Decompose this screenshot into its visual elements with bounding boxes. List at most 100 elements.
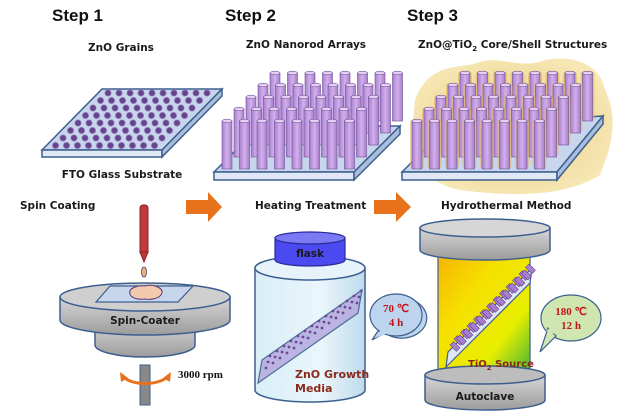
zno-grain xyxy=(122,104,130,112)
zno-grain xyxy=(159,89,167,97)
zno-nanorod-label: ZnO Nanorod Arrays xyxy=(246,39,366,51)
zno-grain xyxy=(99,126,108,135)
zno-grain xyxy=(166,104,174,112)
nanorod xyxy=(368,96,379,146)
zno-grain xyxy=(154,126,163,135)
growth-media-line2: Media xyxy=(295,382,332,395)
zno-grain xyxy=(95,141,104,150)
nanorod xyxy=(429,120,440,170)
zno-grain xyxy=(144,104,152,112)
nanorod xyxy=(446,120,458,170)
zno-grain xyxy=(195,96,204,105)
zno-grain xyxy=(151,119,159,127)
zno-grain xyxy=(162,96,171,105)
bubble1-temp: 70 ℃ xyxy=(383,303,409,315)
nanorod-array xyxy=(212,70,403,182)
zno-grain xyxy=(180,111,189,120)
nanorod xyxy=(558,96,569,146)
zno-grain xyxy=(74,119,82,127)
nanorod xyxy=(464,120,475,170)
nanorod xyxy=(256,120,268,170)
zno-grain xyxy=(129,119,137,127)
zno-grain xyxy=(165,126,174,135)
autoclave xyxy=(419,218,551,411)
core-shell-array xyxy=(400,58,613,195)
zno-grain xyxy=(107,96,116,105)
zno-grain xyxy=(107,119,115,127)
spin-coating-label: Spin Coating xyxy=(20,200,95,212)
zno-grain xyxy=(162,119,170,127)
zno-grain xyxy=(136,134,144,142)
core-shell-rods xyxy=(410,70,595,170)
zno-grain xyxy=(118,96,127,105)
zno-grain xyxy=(158,111,167,120)
zno-grain xyxy=(192,89,200,97)
fto-glass-label: FTO Glass Substrate xyxy=(62,169,183,181)
nanorod xyxy=(291,120,303,170)
zno-grain xyxy=(170,89,178,97)
nanorod xyxy=(344,120,355,170)
nanorod xyxy=(326,120,338,170)
zno-grain xyxy=(128,141,137,150)
zno-grain xyxy=(137,89,145,97)
nanorod xyxy=(582,72,593,122)
zno-grain xyxy=(85,119,93,127)
condition-bubble-1 xyxy=(369,293,428,341)
bubble2-temp: 180 ℃ xyxy=(555,306,587,318)
nanorod xyxy=(411,120,423,170)
nanorod xyxy=(516,120,528,170)
zno-grain xyxy=(88,126,97,135)
zno-grain xyxy=(104,89,112,97)
bubble1-time: 4 h xyxy=(389,317,403,329)
zno-grain xyxy=(66,126,75,135)
zno-grain xyxy=(103,134,111,142)
spin-coater-label: Spin-Coater xyxy=(110,315,181,327)
zno-grain xyxy=(139,141,148,150)
pipette-icon xyxy=(139,204,149,278)
zno-grain xyxy=(84,141,93,150)
zno-grain xyxy=(177,104,185,112)
zno-grain xyxy=(150,141,159,150)
zno-grain xyxy=(132,126,141,135)
zno-grain xyxy=(96,119,104,127)
zno-grain xyxy=(129,96,138,105)
fto-glass-substrate xyxy=(40,87,224,159)
zno-grain xyxy=(77,126,86,135)
zno-grain xyxy=(148,89,156,97)
bubble2-time: 12 h xyxy=(561,320,581,332)
step3-title: Step 3 xyxy=(407,6,458,25)
zno-grain xyxy=(73,141,82,150)
zno-grain xyxy=(173,96,182,105)
step2-title: Step 2 xyxy=(225,6,276,25)
zno-grain xyxy=(51,141,60,150)
core-shell-label: ZnO@TiO2 Core/Shell Structures xyxy=(418,39,607,53)
zno-grain xyxy=(155,104,163,112)
zno-grain xyxy=(114,134,122,142)
zno-grain xyxy=(118,119,126,127)
zno-grain xyxy=(143,126,152,135)
zno-grain xyxy=(81,134,89,142)
zno-grain xyxy=(136,111,145,120)
zno-grain xyxy=(125,111,134,120)
zno-grain xyxy=(188,104,196,112)
spin-coater xyxy=(59,282,231,406)
zno-grain xyxy=(184,96,193,105)
rpm-label: 3000 rpm xyxy=(178,369,223,381)
zno-grain xyxy=(111,104,119,112)
flask xyxy=(254,231,366,403)
zno-grain xyxy=(106,141,115,150)
zno-grain xyxy=(125,134,133,142)
zno-grain xyxy=(92,134,100,142)
zno-grain xyxy=(181,89,189,97)
zno-nanorods xyxy=(221,70,403,170)
nanorod xyxy=(356,108,367,158)
zno-grain xyxy=(133,104,141,112)
nanorod xyxy=(546,108,557,158)
hydrothermal-label: Hydrothermal Method xyxy=(441,200,571,212)
zno-grain xyxy=(151,96,160,105)
zno-grain xyxy=(59,134,67,142)
zno-grain xyxy=(203,89,211,97)
zno-grain xyxy=(147,111,156,120)
zno-grain xyxy=(62,141,71,150)
nanorod xyxy=(499,120,510,170)
